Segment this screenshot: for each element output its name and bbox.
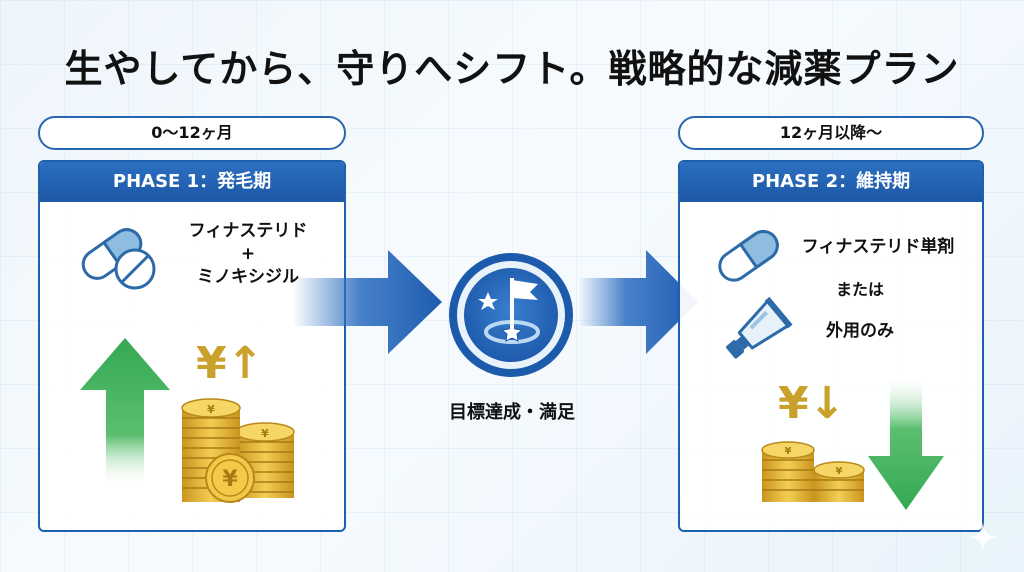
phase1-drug-line2: ミノキシジル	[197, 267, 299, 287]
cost-up-arrow: ↑	[226, 338, 264, 389]
phase1-drug-line1: フィナステリド	[188, 221, 308, 241]
phase1-drug-text: フィナステリド + ミノキシジル	[168, 220, 328, 289]
transition-arrow-left	[292, 250, 442, 354]
coin-stack-icon: ¥ ¥	[761, 441, 865, 502]
svg-text:¥: ¥	[261, 427, 269, 440]
goal-flag-icon	[449, 253, 573, 377]
transition-arrow-right	[578, 250, 698, 354]
ointment-tube-icon	[726, 296, 793, 359]
phase1-drug-plus: +	[240, 244, 256, 264]
phase2-or-text: または	[835, 280, 884, 299]
phase2-drug-line1: フィナステリド単剤	[801, 237, 955, 257]
green-down-arrow-icon	[868, 374, 944, 510]
phase2-drug-line2: 外用のみ	[826, 321, 894, 341]
center-caption: 目標達成・満足	[449, 402, 575, 423]
phase2-cost-indicator: ¥↓	[778, 378, 846, 429]
phase1-header: PHASE 1：発毛期	[40, 162, 344, 202]
pill-tablet-icon	[114, 248, 156, 290]
svg-text:¥: ¥	[785, 446, 792, 457]
cost-down-arrow: ↓	[808, 378, 846, 429]
page-title: 生やしてから、守りへシフト。戦略的な減薬プラン	[64, 47, 960, 91]
svg-text:¥: ¥	[836, 466, 843, 477]
sparkle-icon	[968, 522, 998, 552]
yen-symbol: ¥	[778, 378, 809, 429]
phase1-panel: PHASE 1：発毛期	[38, 160, 346, 532]
yen-symbol: ¥	[196, 338, 227, 389]
phase2-period-pill: 12ヶ月以降〜	[678, 116, 984, 150]
green-up-arrow-icon	[80, 338, 170, 488]
svg-text:¥: ¥	[207, 403, 215, 416]
pill-capsule-icon	[718, 229, 779, 282]
phase2-header: PHASE 2：維持期	[680, 162, 982, 202]
svg-text:¥: ¥	[222, 467, 238, 492]
phase1-cost-indicator: ¥↑	[196, 338, 264, 389]
coin-stack-icon: ¥ ¥ ¥	[181, 398, 295, 503]
phase1-period-pill: 0〜12ヶ月	[38, 116, 346, 150]
